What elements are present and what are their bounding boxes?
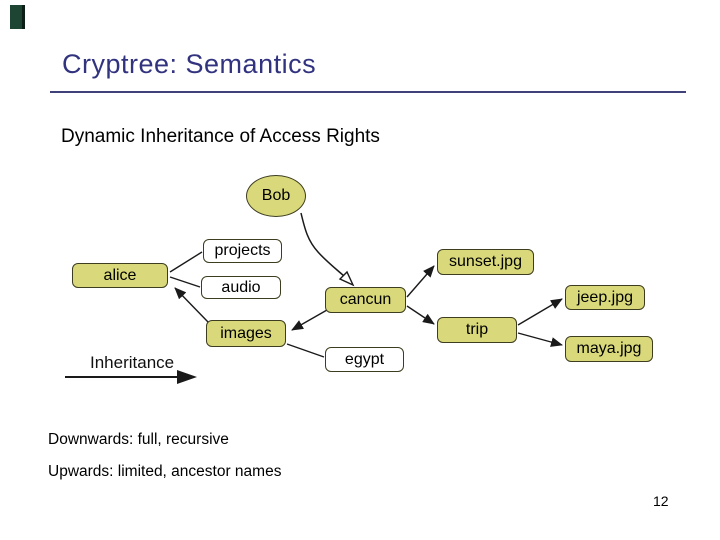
slide-subtitle: Dynamic Inheritance of Access Rights [61,126,380,147]
note-downwards: Downwards: full, recursive [48,431,229,448]
edge-trip-maya-arrow [517,332,563,347]
inheritance-legend-label: Inheritance [90,353,175,372]
node-trip: trip [437,317,517,343]
node-bob: Bob [246,175,306,217]
inheritance-arrowhead-icon [177,370,197,384]
node-label: sunset.jpg [449,253,522,270]
node-label: audio [221,278,261,296]
edge-alice-audio [169,276,201,288]
node-label: jeep.jpg [576,288,634,306]
node-label: trip [465,321,489,338]
node-label: alice [103,266,137,284]
edge-alice-projects [169,251,203,273]
node-label: egypt [344,350,385,368]
title-divider [50,91,686,93]
note-upwards: Upwards: limited, ancestor names [48,463,282,480]
edge-cancun-images-arrow [291,309,328,331]
node-label: cancun [339,291,392,308]
node-alice: alice [72,263,168,288]
edge-cancun-trip-arrow [406,305,435,325]
edge-cancun-sunset-arrow [406,265,435,298]
node-label: projects [214,242,271,259]
node-images: images [206,320,286,347]
open-arrowhead-icon [338,270,355,287]
page-number: 12 [653,493,669,509]
edge-images-egypt [286,343,325,358]
node-egypt: egypt [325,347,404,372]
node-cancun: cancun [325,287,406,313]
node-jeep-jpg: jeep.jpg [565,285,645,310]
node-label: images [220,324,272,342]
edge-bob-cancun-curve [300,212,345,277]
node-projects: projects [203,239,282,263]
node-sunset-jpg: sunset.jpg [437,249,534,275]
node-maya-jpg: maya.jpg [565,336,653,362]
slide-title: Cryptree: Semantics [62,49,317,79]
node-label: maya.jpg [576,340,642,357]
edge-trip-jeep-arrow [517,298,563,326]
node-label: Bob [261,187,291,204]
node-audio: audio [201,276,281,299]
corner-tab-decoration [10,5,25,29]
